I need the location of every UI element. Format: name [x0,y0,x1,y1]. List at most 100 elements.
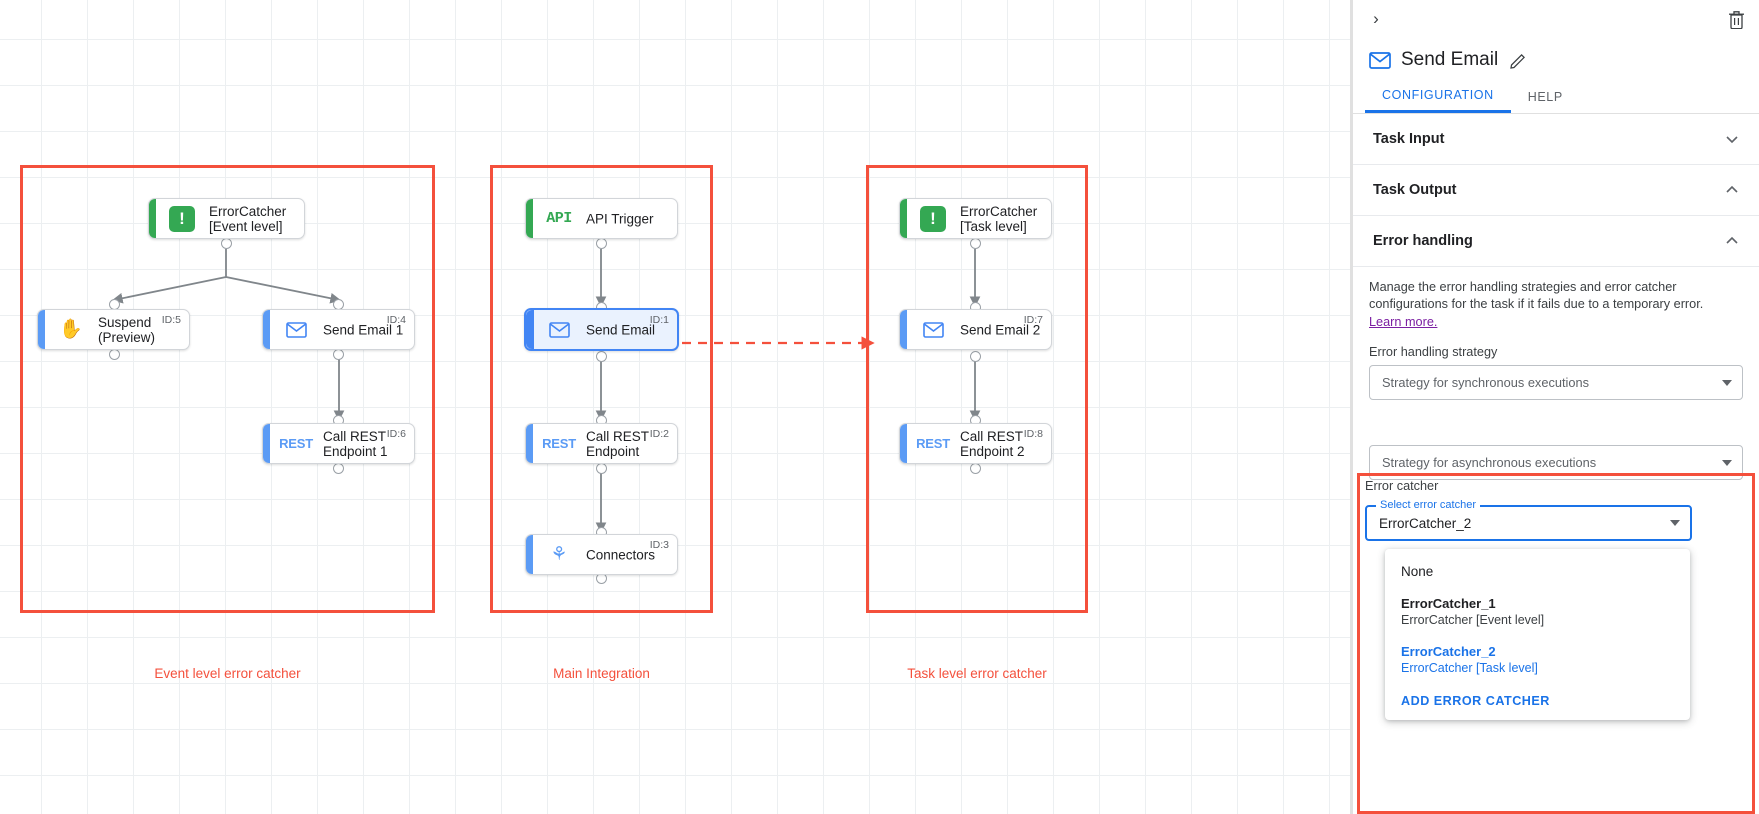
tab-configuration[interactable]: CONFIGURATION [1365,80,1511,113]
chevron-up-icon [1725,183,1739,197]
connector-dot[interactable] [596,238,607,249]
chevron-down-icon [1722,459,1732,466]
envelope-icon [1369,49,1391,71]
envelope-icon [545,316,573,344]
node-call-rest-endpoint-1[interactable]: REST Call REST Endpoint 1 ID:6 [262,423,415,464]
error-handling-strategy-label: Error handling strategy [1369,345,1498,359]
node-call-rest-endpoint-2[interactable]: REST Call REST Endpoint 2 ID:8 [899,423,1052,464]
connector-dot[interactable] [333,463,344,474]
group-box-event-level [20,165,435,613]
node-accent-bar [900,424,907,463]
section-error-handling-label: Error handling [1373,233,1473,249]
node-label: Connectors [586,547,656,562]
add-error-catcher-button[interactable]: ADD ERROR CATCHER [1401,694,1550,708]
sync-strategy-value: Strategy for synchronous executions [1382,375,1589,390]
group-caption-task-level: Task level error catcher [907,666,1047,681]
select-error-catcher-legend: Select error catcher [1376,499,1480,511]
pencil-icon[interactable] [1510,51,1528,69]
connector-dot[interactable] [596,351,607,362]
section-task-output[interactable]: Task Output [1353,165,1759,216]
node-connectors[interactable]: ⚘ Connectors ID:3 [525,534,678,575]
node-id-badge: ID:3 [649,539,669,551]
connector-dot[interactable] [970,351,981,362]
error-catcher-block: Error catcher Select error catcher Error… [1365,479,1747,541]
dropdown-option-subtitle: ErrorCatcher [Task level] [1401,661,1538,675]
section-error-handling[interactable]: Error handling [1353,216,1759,267]
node-send-email-2[interactable]: Send Email 2 ID:7 [899,309,1052,350]
node-id-badge: ID:2 [649,428,669,440]
group-caption-event-level: Event level error catcher [154,666,301,681]
connector-dot[interactable] [970,463,981,474]
error-catcher-dropdown-menu[interactable]: None ErrorCatcher_1 ErrorCatcher [Event … [1385,549,1690,720]
node-call-rest-endpoint[interactable]: REST Call REST Endpoint ID:2 [525,423,678,464]
panel-topbar: › [1353,0,1759,40]
node-accent-bar [900,199,907,238]
node-id-badge: ID:4 [386,314,406,326]
error-catcher-highlight-box [1357,473,1755,814]
group-box-main-integration [490,165,713,613]
section-task-input-label: Task Input [1373,131,1445,147]
flow-canvas[interactable]: Event level error catcher Main Integrati… [0,0,1352,814]
chevron-up-icon [1725,234,1739,248]
node-id-badge: ID:7 [1023,314,1043,326]
learn-more-link[interactable]: Learn more. [1369,315,1438,329]
chevron-right-icon[interactable]: › [1373,9,1379,28]
select-error-catcher-value: ErrorCatcher_2 [1379,515,1472,531]
node-send-email[interactable]: Send Email ID:1 [524,308,679,351]
node-accent-bar [526,199,533,238]
panel-title-row: Send Email [1353,40,1759,80]
tab-help[interactable]: HELP [1527,89,1563,104]
node-label: ErrorCatcher [Task level] [960,203,1038,234]
sync-strategy-select[interactable]: Strategy for synchronous executions [1369,365,1743,400]
dropdown-option-name: ErrorCatcher_2 [1401,644,1496,659]
node-error-catcher-event-level[interactable]: ! ErrorCatcher [Event level] [148,198,305,239]
error-handling-body: Manage the error handling strategies and… [1353,279,1759,480]
group-box-task-level [866,165,1088,613]
node-error-catcher-task-level[interactable]: ! ErrorCatcher [Task level] [899,198,1052,239]
node-accent-bar [526,535,533,574]
node-label: Send Email [586,322,656,337]
node-label: Send Email 1 [323,322,404,337]
error-catcher-label: Error catcher [1365,479,1439,493]
api-icon: API [546,210,572,227]
dropdown-option-none[interactable]: None [1401,564,1434,579]
section-task-input[interactable]: Task Input [1353,114,1759,165]
node-label: Call REST Endpoint [586,428,650,459]
node-accent-bar [900,310,907,349]
dropdown-option-errorcatcher-2[interactable]: ErrorCatcher_2 ErrorCatcher [Task level] [1385,636,1690,684]
chevron-down-icon [1725,132,1739,146]
chevron-down-icon [1670,520,1680,526]
connector-dot[interactable] [333,349,344,360]
node-id-badge: ID:8 [1023,428,1043,440]
rest-icon: REST [916,436,950,451]
async-strategy-select[interactable]: Strategy for asynchronous executions [1369,445,1743,480]
error-handling-description: Manage the error handling strategies and… [1369,280,1704,311]
dropdown-option-subtitle: ErrorCatcher [Event level] [1401,613,1545,627]
node-id-badge: ID:5 [161,314,181,326]
canvas-panel-divider [1350,0,1352,814]
node-suspend-preview[interactable]: ✋ Suspend (Preview) ID:5 [37,309,190,350]
select-error-catcher[interactable]: Select error catcher ErrorCatcher_2 [1365,499,1692,541]
trash-icon[interactable] [1725,8,1747,30]
hand-icon: ✋ [59,319,83,340]
node-api-trigger[interactable]: API API Trigger [525,198,678,239]
node-label: API Trigger [586,211,654,226]
connector-dot[interactable] [596,463,607,474]
dropdown-option-errorcatcher-1[interactable]: ErrorCatcher_1 ErrorCatcher [Event level… [1385,588,1690,636]
node-accent-bar [526,310,534,349]
node-accent-bar [263,424,270,463]
dropdown-option-name: ErrorCatcher_1 [1401,596,1496,611]
node-send-email-1[interactable]: Send Email 1 ID:4 [262,309,415,350]
node-label: ErrorCatcher [Event level] [209,203,287,234]
node-accent-bar [38,310,45,349]
panel-tabs: CONFIGURATION HELP [1353,80,1759,114]
async-strategy-value: Strategy for asynchronous executions [1382,455,1597,470]
node-accent-bar [526,424,533,463]
connector-dot[interactable] [109,349,120,360]
page-title: Send Email [1401,49,1499,70]
connector-dot[interactable] [970,238,981,249]
node-id-badge: ID:1 [649,314,669,326]
connector-dot[interactable] [221,238,232,249]
rest-icon: REST [542,436,576,451]
